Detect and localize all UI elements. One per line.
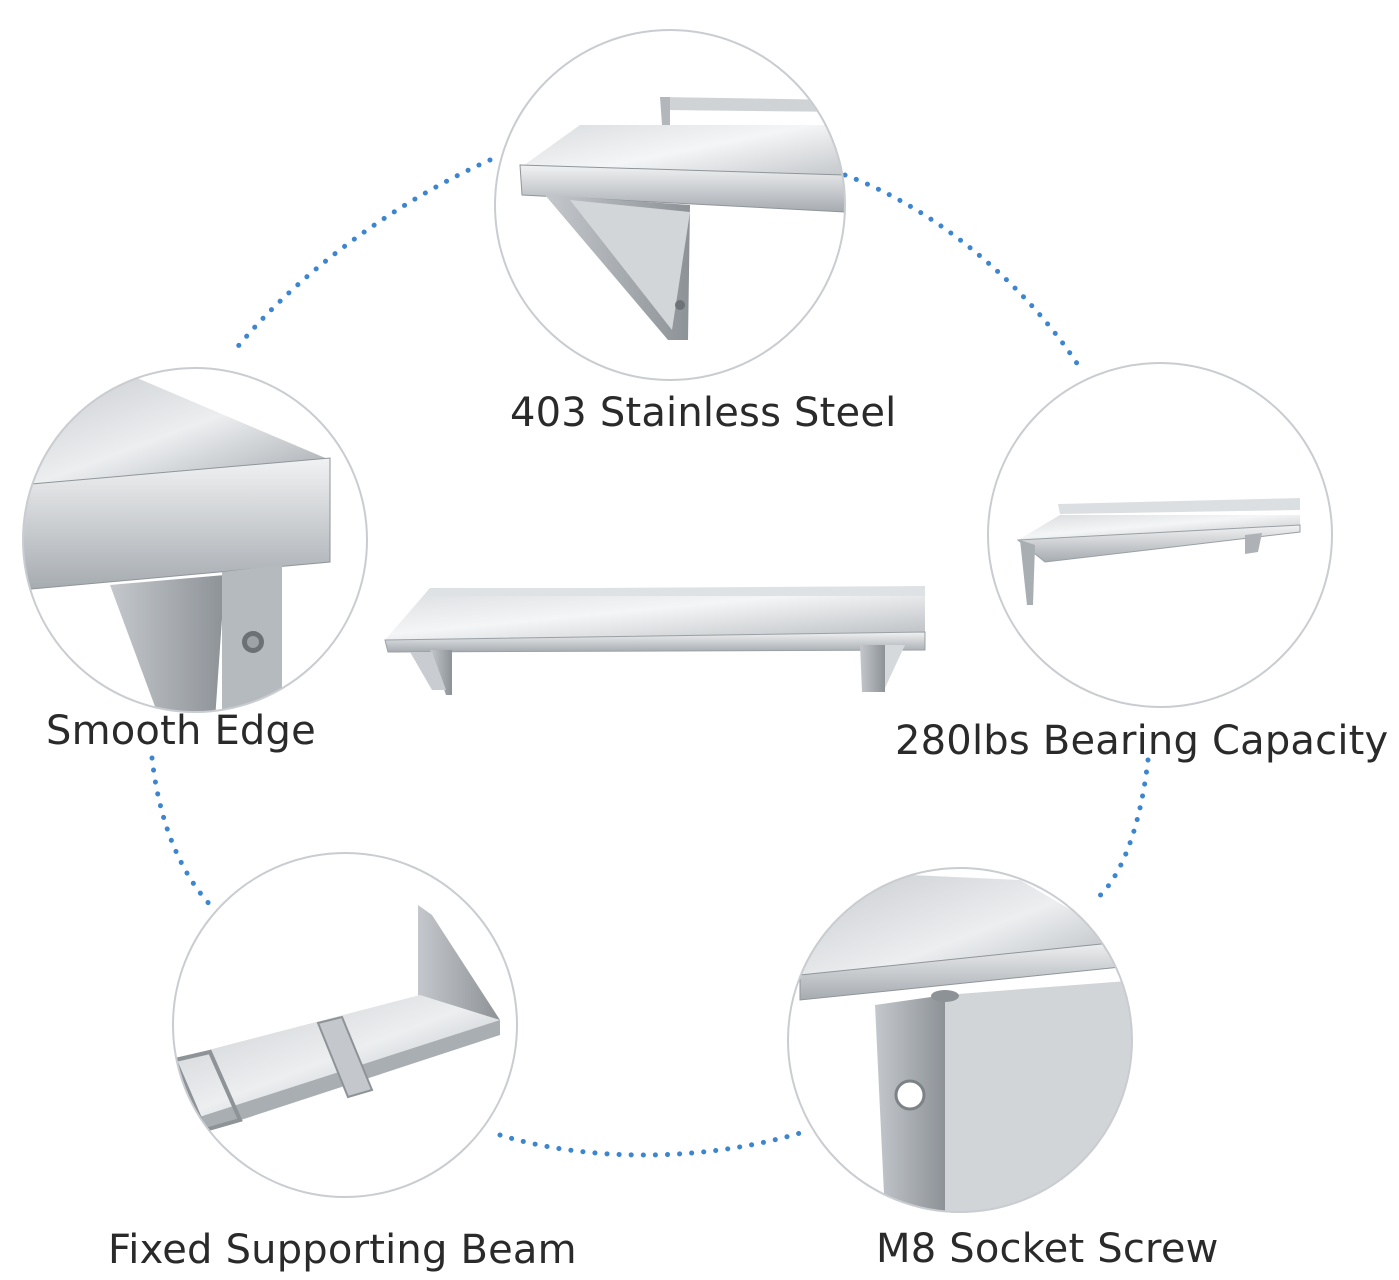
stainless-steel-closeup <box>494 29 846 381</box>
dotted-ring <box>149 157 1151 1158</box>
label-supporting-beam: Fixed Supporting Beam <box>108 1227 577 1273</box>
smooth-edge-closeup <box>22 367 368 713</box>
label-socket-screw: M8 Socket Screw <box>876 1226 1219 1272</box>
supporting-beam-closeup <box>172 852 518 1198</box>
center-shelf-image <box>384 586 926 695</box>
bearing-capacity-closeup <box>987 362 1333 708</box>
label-stainless-steel: 403 Stainless Steel <box>510 390 897 436</box>
label-bearing-capacity: 280lbs Bearing Capacity <box>895 718 1389 764</box>
socket-screw-closeup <box>787 867 1133 1213</box>
label-smooth-edge: Smooth Edge <box>46 708 316 754</box>
